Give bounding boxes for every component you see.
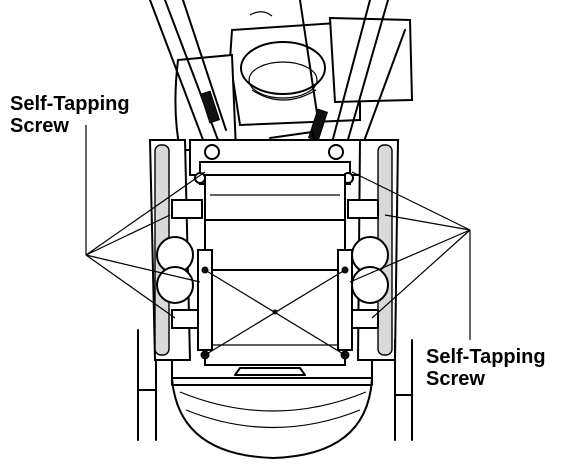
callout-self-tapping-screw-right: Self-Tapping Screw [426,346,546,390]
callout-right-line1: Self-Tapping [426,346,546,368]
callout-left-line2: Screw [10,115,69,137]
auger-housing [171,359,373,459]
engine-assembly [174,11,414,151]
callout-left-line1: Self-Tapping [10,93,130,115]
callout-self-tapping-screw-left: Self-Tapping Screw [10,93,130,137]
callout-right-line2: Screw [426,368,485,390]
left-callout-leaders [85,125,206,319]
center-frame-plate [197,174,353,376]
left-side-assembly [137,139,203,441]
handle-bars [149,0,406,153]
cross-braces [204,269,346,356]
right-callout-leaders [349,171,471,340]
